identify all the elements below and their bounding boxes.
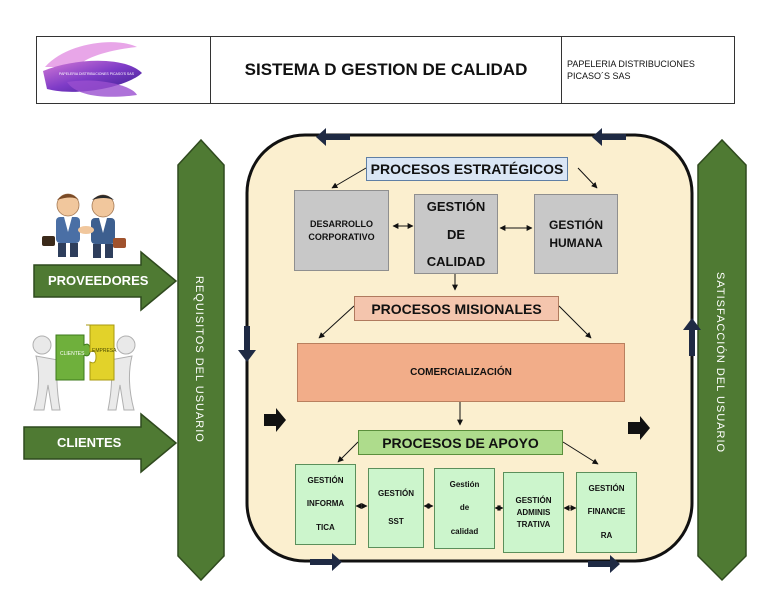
strategic-processes-header: PROCESOS ESTRATÉGICOS xyxy=(366,157,568,181)
support-processes-header: PROCESOS DE APOYO xyxy=(358,430,563,455)
missional-processes-title: PROCESOS MISIONALES xyxy=(371,300,542,317)
header-logo-cell: PAPELERIA DISTRIBUCIONES PICASO'S SAS xyxy=(36,36,211,104)
support-calidad-line3: calidad xyxy=(450,527,479,537)
company-name-line1: PAPELERIA DISTRIBUCIONES xyxy=(567,59,695,69)
logo-text: PAPELERIA DISTRIBUCIONES PICASO'S SAS xyxy=(59,72,135,76)
gestion-administrativa-box: GESTIÓN ADMINIS TRATIVA xyxy=(503,472,564,553)
gestion-calidad-line1: GESTIÓN xyxy=(426,199,486,214)
gestion-sst-box: GESTIÓN SST xyxy=(368,468,424,548)
gestion-calidad-line2: DE xyxy=(446,226,466,242)
gestion-calidad-box: GESTIÓN DE CALIDAD xyxy=(414,194,498,274)
providers-arrow xyxy=(33,250,178,312)
support-calidad-line1: Gestión xyxy=(449,479,480,489)
gestion-informatica-box: GESTIÓN INFORMA TICA xyxy=(295,464,356,545)
right-inner-black-arrow xyxy=(628,416,650,440)
admin-line3: TRATIVA xyxy=(516,519,551,529)
top-left-flow-arrow xyxy=(316,128,350,146)
sst-line2: SST xyxy=(388,516,404,526)
admin-line2: ADMINIS xyxy=(516,507,551,517)
financiera-line1: GESTIÓN xyxy=(588,483,625,493)
strategic-processes-title: PROCESOS ESTRATÉGICOS xyxy=(370,161,564,177)
bottom-left-flow-arrow xyxy=(310,553,342,571)
company-name-line2: PICASO´S SAS xyxy=(567,71,631,81)
gestion-humana-line1: GESTIÓN xyxy=(548,218,603,232)
left-inner-black-arrow xyxy=(264,408,286,432)
requirements-label: REQUISITOS DEL USUARIO xyxy=(193,276,205,443)
support-calidad-line2: de xyxy=(459,503,470,513)
satisfaction-label: SATISFACCIÓN DEL USUARIO xyxy=(714,272,726,454)
missional-processes-header: PROCESOS MISIONALES xyxy=(354,296,559,321)
satisfaction-vertical-arrow xyxy=(697,138,747,582)
clients-label: CLIENTES xyxy=(57,435,122,450)
puzzle-people-illustration: CLIENTES EMPRESA xyxy=(32,324,136,411)
desarrollo-corporativo-box: DESARROLLO CORPORATIVO xyxy=(294,190,389,271)
comercializacion-box: COMERCIALIZACIÓN xyxy=(297,343,625,402)
admin-line1: GESTIÓN xyxy=(515,495,552,505)
top-right-flow-arrow xyxy=(592,128,626,146)
informatica-line1: GESTIÓN xyxy=(307,475,344,485)
gestion-financiera-box: GESTIÓN FINANCIE RA xyxy=(576,472,637,553)
header-company-cell: PAPELERIA DISTRIBUCIONES PICASO´S SAS xyxy=(561,36,735,104)
gestion-calidad-support-box: Gestión de calidad xyxy=(434,468,495,549)
providers-label: PROVEEDORES xyxy=(48,273,149,288)
informatica-line2: INFORMA xyxy=(306,499,345,509)
informatica-line3: TICA xyxy=(316,523,335,533)
left-side-down-arrow xyxy=(238,326,256,362)
puzzle-word-1: CLIENTES xyxy=(60,351,85,357)
clients-arrow xyxy=(23,412,178,474)
page-title: SISTEMA D GESTION DE CALIDAD xyxy=(244,60,528,79)
right-side-up-arrow xyxy=(683,318,701,356)
sst-line1: GESTIÓN xyxy=(377,489,414,499)
gestion-calidad-line3: CALIDAD xyxy=(426,254,486,269)
support-processes-title: PROCESOS DE APOYO xyxy=(382,434,539,451)
bottom-right-flow-arrow xyxy=(588,555,620,573)
header-title-cell: SISTEMA D GESTION DE CALIDAD xyxy=(210,36,562,104)
gestion-humana-box: GESTIÓN HUMANA xyxy=(534,194,618,274)
financiera-line2: FINANCIE xyxy=(587,507,626,517)
navy-flow-arrows xyxy=(238,128,701,573)
financiera-line3: RA xyxy=(600,531,613,541)
requirements-vertical-arrow xyxy=(177,138,225,582)
desarrollo-line2: CORPORATIVO xyxy=(308,231,375,242)
company-logo: PAPELERIA DISTRIBUCIONES PICASO'S SAS xyxy=(43,42,142,97)
puzzle-word-2: EMPRESA xyxy=(92,348,117,354)
handshake-people-illustration xyxy=(42,193,126,258)
comercializacion-label: COMERCIALIZACIÓN xyxy=(410,367,512,378)
gestion-humana-line2: HUMANA xyxy=(549,236,603,250)
desarrollo-line1: DESARROLLO xyxy=(310,218,373,229)
connector-arrows xyxy=(318,167,599,511)
